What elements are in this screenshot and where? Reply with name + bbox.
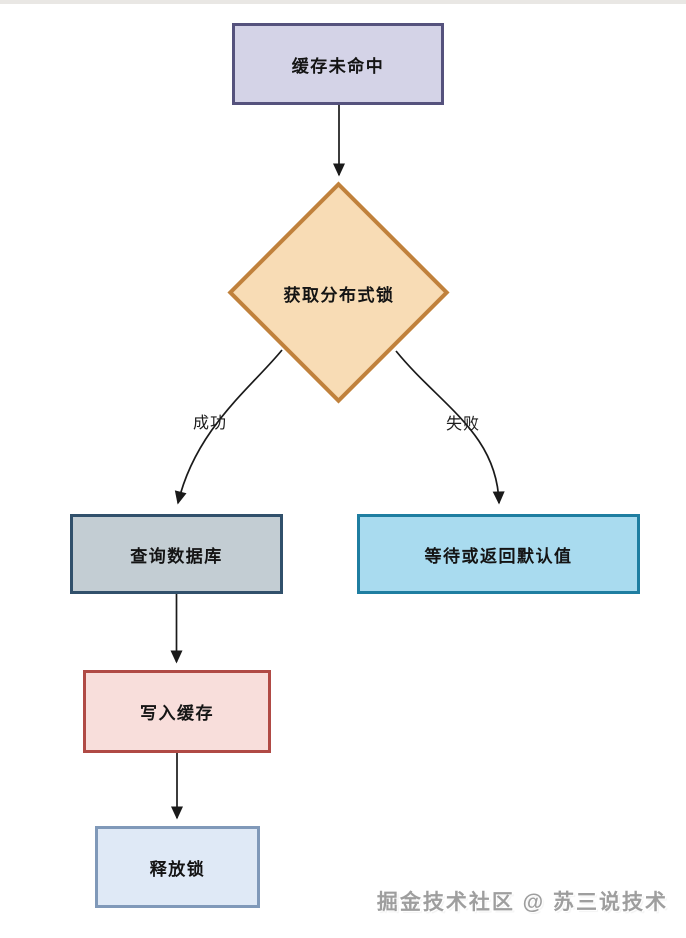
node-wait-default: 等待或返回默认值 (357, 514, 640, 594)
node-write-cache: 写入缓存 (83, 670, 271, 753)
page-top-strip (0, 0, 686, 4)
edge-label-success: 成功 (193, 415, 228, 432)
node-cache-miss-label: 缓存未命中 (291, 56, 385, 76)
edge-lock-failure-to-wait (395, 350, 505, 505)
node-release-lock: 释放锁 (95, 826, 260, 908)
node-acquire-lock-label: 获取分布式锁 (283, 286, 395, 305)
node-wait-default-label: 等待或返回默认值 (424, 546, 573, 566)
node-cache-miss: 缓存未命中 (232, 23, 444, 105)
node-query-db: 查询数据库 (70, 514, 283, 594)
node-release-lock-label: 释放锁 (149, 859, 206, 879)
node-query-db-label: 查询数据库 (130, 546, 223, 566)
watermark: 掘金技术社区 @ 苏三说技术 (376, 891, 668, 914)
edge-lock-success-to-querydb (174, 349, 283, 505)
edge-label-failure: 失败 (446, 416, 481, 433)
node-write-cache-label: 写入缓存 (140, 704, 214, 723)
